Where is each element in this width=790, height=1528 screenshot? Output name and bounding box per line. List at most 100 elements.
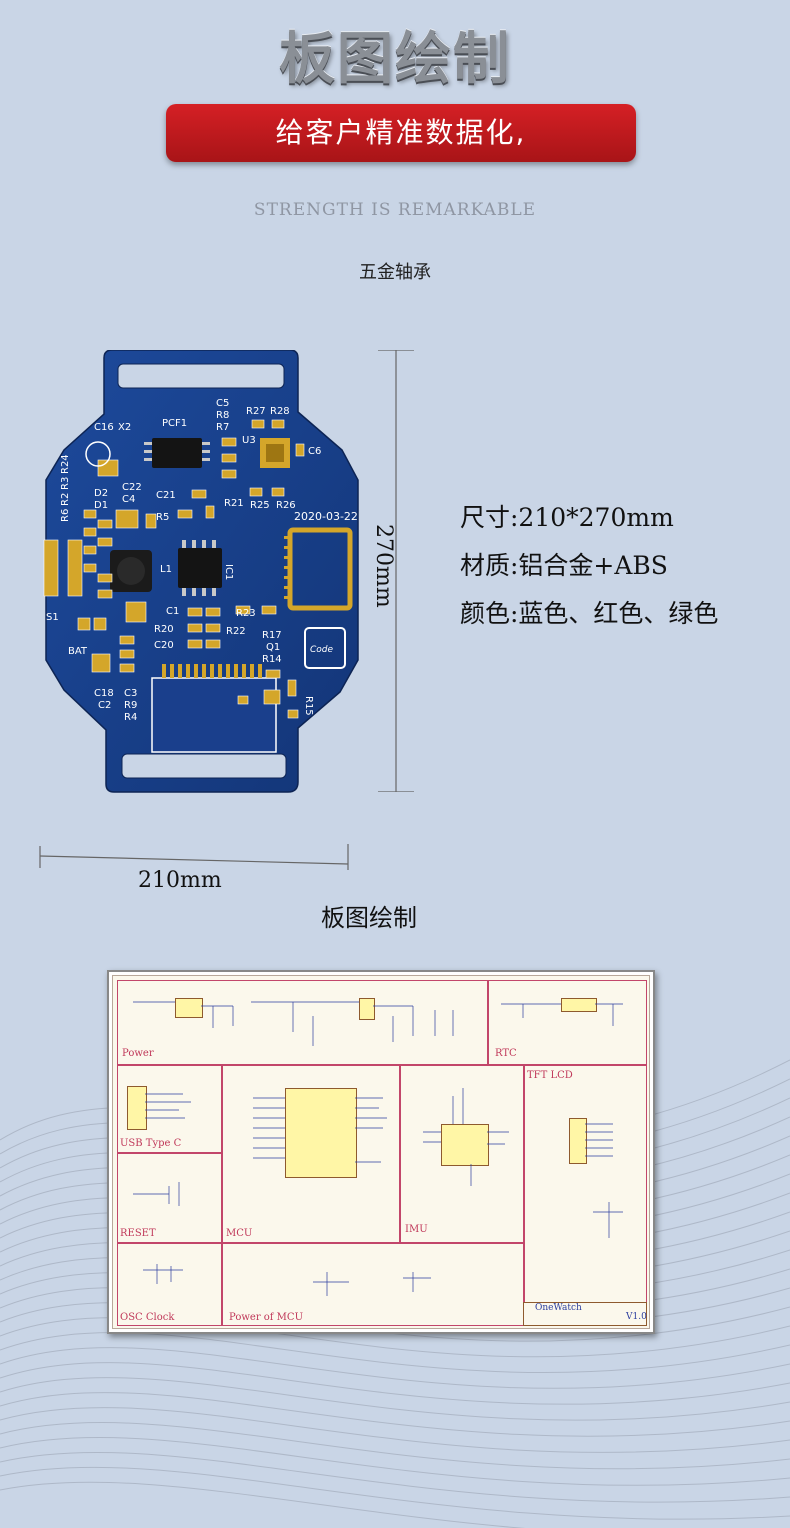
page-title: 板图绘制 [279,27,511,92]
pcb-label: R23 [236,608,256,619]
title-block-name: OneWatch [535,1303,582,1313]
pcb-label: C21 [156,490,176,501]
block-rtc [487,980,647,1066]
pcb-label: C3 [124,688,137,699]
tft-connector-symbol [569,1118,587,1164]
pcb-label: C18 [94,688,114,699]
usb-connector [151,677,277,753]
pcb-label: C6 [308,446,321,457]
ic1-chip [178,548,222,588]
title-block-version: V1.0 [626,1312,647,1322]
pcf1-chip [152,438,202,468]
wave-line [0,1407,790,1453]
pcb-label: C1 [166,606,179,617]
width-dimension-line [39,844,349,870]
pcb-label: X2 [118,422,131,433]
wave-line [0,1451,790,1503]
mcu-chip-symbol [285,1088,357,1178]
pcb-label: U3 [242,435,256,446]
pcb-label: C16 [94,422,114,433]
rtc-chip-symbol [561,998,597,1012]
regulator-symbol [175,998,203,1018]
label-usb: USB Type C [120,1138,182,1149]
pcb-label: D2 [94,488,108,499]
title-block [523,1302,647,1326]
height-dimension-label: 270mm [371,524,396,608]
pcb-label: IC1 [223,564,234,580]
pcb-label: C4 [122,494,135,505]
code-logo-chip [304,627,346,669]
crystal-x2 [85,441,111,467]
block-reset [117,1152,223,1244]
pcb-label: BAT [68,646,88,657]
pcb-label: R8 [216,410,229,421]
pcb-label: R20 [154,624,174,635]
pcb-label: R24 [60,454,71,474]
wave-line [0,1436,790,1486]
wave-line [0,1466,790,1520]
wave-line [0,1362,790,1405]
pcb-label: S1 [46,612,59,623]
wave-line [0,1347,790,1389]
pcb-label: C20 [154,640,174,651]
wave-line [0,1392,790,1437]
wave-line [0,1421,790,1470]
label-reset: RESET [120,1228,156,1239]
width-dimension-label: 210mm [138,868,222,893]
spec-material: 材质:铝合金+ABS [460,551,668,580]
charger-symbol [359,998,375,1020]
block-power [117,980,489,1066]
pcb-label: R6 [60,509,71,522]
label-imu: IMU [405,1224,428,1235]
pcb-label: R27 [246,406,266,417]
pcb-label: R21 [224,498,244,509]
pcb-label: R3 [60,477,71,490]
red-banner: 给客户精准数据化, [166,104,636,162]
pcb-label: R17 [262,630,282,641]
label-osc: OSC Clock [120,1312,175,1323]
block-mcu [221,1064,401,1244]
pcb-label: R15 [303,696,314,716]
label-mcu-power: Power of MCU [229,1312,303,1323]
pcb-label: Code [310,645,334,655]
label-power: Power [122,1048,154,1059]
schematic-frame: Power RTC TFT LCD USB Type C RESET MCU I… [112,975,650,1329]
pcb-label: C2 [98,700,111,711]
pcb-label: PCF1 [162,418,187,429]
schematic-wiring [133,1001,623,1296]
pcb-label: R5 [156,512,169,523]
schematic-sheet: Power RTC TFT LCD USB Type C RESET MCU I… [107,970,655,1334]
pcb-top-slot [117,363,285,389]
slogan-text: STRENGTH IS REMARKABLE [253,200,537,220]
pcb-label: C22 [122,482,142,493]
wave-line [0,1332,790,1374]
block-mcu-power [221,1242,525,1326]
pcb-label: R28 [270,406,290,417]
wave-line [0,1481,526,1528]
block-usb [117,1064,223,1154]
usb-symbol [127,1086,147,1130]
pcb-label: R26 [276,500,296,511]
label-rtc: RTC [495,1048,517,1059]
pcb-label: R22 [226,626,246,637]
wave-line [0,1317,790,1358]
imu-chip-symbol [441,1124,489,1166]
block-osc [117,1242,223,1326]
label-tft: TFT LCD [527,1070,573,1081]
wave-line [0,1377,790,1421]
pcb-label: R9 [124,700,137,711]
pcb-label: R25 [250,500,270,511]
product-subheading: 五金轴承 [359,262,431,283]
pcb-label: R4 [124,712,137,723]
pcb-bottom-slot [121,753,287,779]
pcb-label: Q1 [266,642,280,653]
pcb-label: R7 [216,422,229,433]
pcb-label: R2 [60,493,71,506]
pcb-label: L1 [160,564,172,575]
pcb-label: C5 [216,398,229,409]
schematic-heading: 板图绘制 [321,904,417,932]
block-imu [399,1064,525,1244]
pcb-label: R14 [262,654,282,665]
height-dimension-line [378,350,414,792]
